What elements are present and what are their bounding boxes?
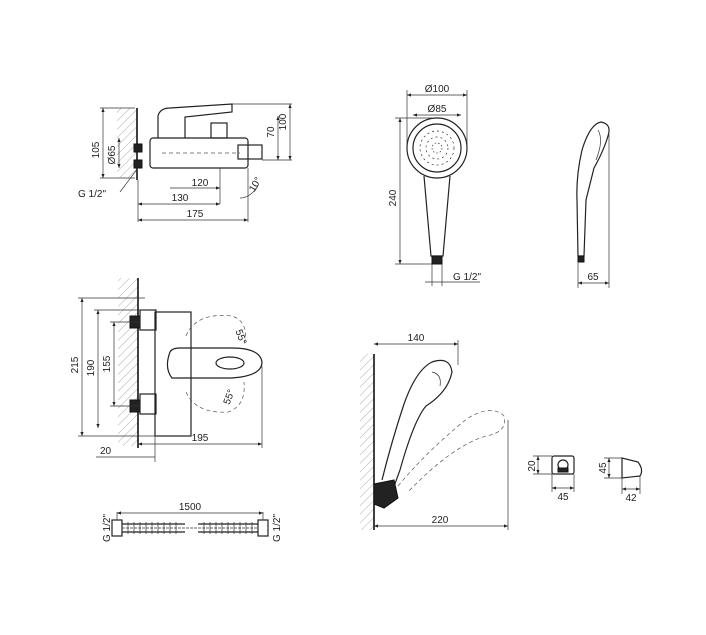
shower-head-outer xyxy=(406,117,468,179)
dim-holder-side-45: 45 xyxy=(598,462,609,474)
tap-side-view: 105 Ø65 G 1/2" 120 130 175 70 100 10° xyxy=(78,103,292,222)
dim-240: 240 xyxy=(388,189,399,206)
dim-220: 220 xyxy=(432,515,449,526)
shower-on-holder: 140 220 xyxy=(360,333,509,530)
connector-top xyxy=(133,143,143,153)
holder-side-body xyxy=(621,457,643,479)
tap-front-body xyxy=(154,311,192,437)
dim-10deg: 10° xyxy=(247,175,264,194)
shower-handle xyxy=(423,175,451,257)
hand-shower-front: Ø100 Ø85 240 G 1/2" xyxy=(388,84,481,286)
connector-bottom xyxy=(133,159,143,169)
shower-side-profile xyxy=(576,121,610,257)
dim-175: 175 xyxy=(187,209,204,220)
dim-thread: G 1/2" xyxy=(78,189,106,200)
dim-155: 155 xyxy=(102,355,113,372)
dim-195: 195 xyxy=(192,433,209,444)
spout xyxy=(237,144,263,160)
hose-nut-right xyxy=(257,519,269,537)
dim-holder-45: 45 xyxy=(557,492,569,503)
dim-1500: 1500 xyxy=(179,502,202,513)
holder-front: 20 45 xyxy=(527,455,575,503)
hand-shower-side: 65 xyxy=(576,121,610,288)
tap-body xyxy=(149,137,249,169)
tap-front-view: 55° 55° 215 190 155 195 20 xyxy=(70,278,263,462)
hose-thread-right: G 1/2" xyxy=(272,514,283,542)
shower-dashed-position xyxy=(397,410,505,493)
dim-55-bottom: 55° xyxy=(222,388,238,406)
hose-nut-left xyxy=(111,519,123,537)
holder-side: 45 42 xyxy=(598,457,643,504)
dim-70: 70 xyxy=(266,126,277,138)
dim-120: 120 xyxy=(192,178,209,189)
dim-holder-side-42: 42 xyxy=(625,493,637,504)
hose-thread-left: G 1/2" xyxy=(102,514,113,542)
wall-hatch xyxy=(117,108,137,178)
holder-front-body xyxy=(551,455,575,475)
hose: 1500 G 1/2" G 1/2" xyxy=(102,502,283,542)
dim-130: 130 xyxy=(172,193,189,204)
dim-20: 20 xyxy=(100,446,112,457)
dim-d100: Ø100 xyxy=(425,84,450,95)
dim-holder-20: 20 xyxy=(527,460,538,472)
dim-d65: Ø65 xyxy=(107,145,118,164)
holder-bracket xyxy=(373,479,399,509)
dim-55-top: 55° xyxy=(233,328,249,346)
shower-thread-end xyxy=(431,255,443,265)
dim-d85: Ø85 xyxy=(428,104,447,115)
dim-shower-thread: G 1/2" xyxy=(453,272,481,283)
dim-215: 215 xyxy=(70,356,81,373)
wall-hatch-holder xyxy=(360,354,374,530)
dim-65-side: 65 xyxy=(587,272,599,283)
shower-head-inner xyxy=(412,123,462,173)
diverter-knob xyxy=(210,122,228,139)
dim-190: 190 xyxy=(86,359,97,376)
tap-front-lever xyxy=(166,347,263,379)
shower-main xyxy=(381,359,453,493)
tap-lever xyxy=(157,103,233,138)
dim-100: 100 xyxy=(278,113,289,130)
wall-hatch-front xyxy=(118,278,138,446)
dim-105: 105 xyxy=(91,141,102,158)
dim-140: 140 xyxy=(408,333,425,344)
